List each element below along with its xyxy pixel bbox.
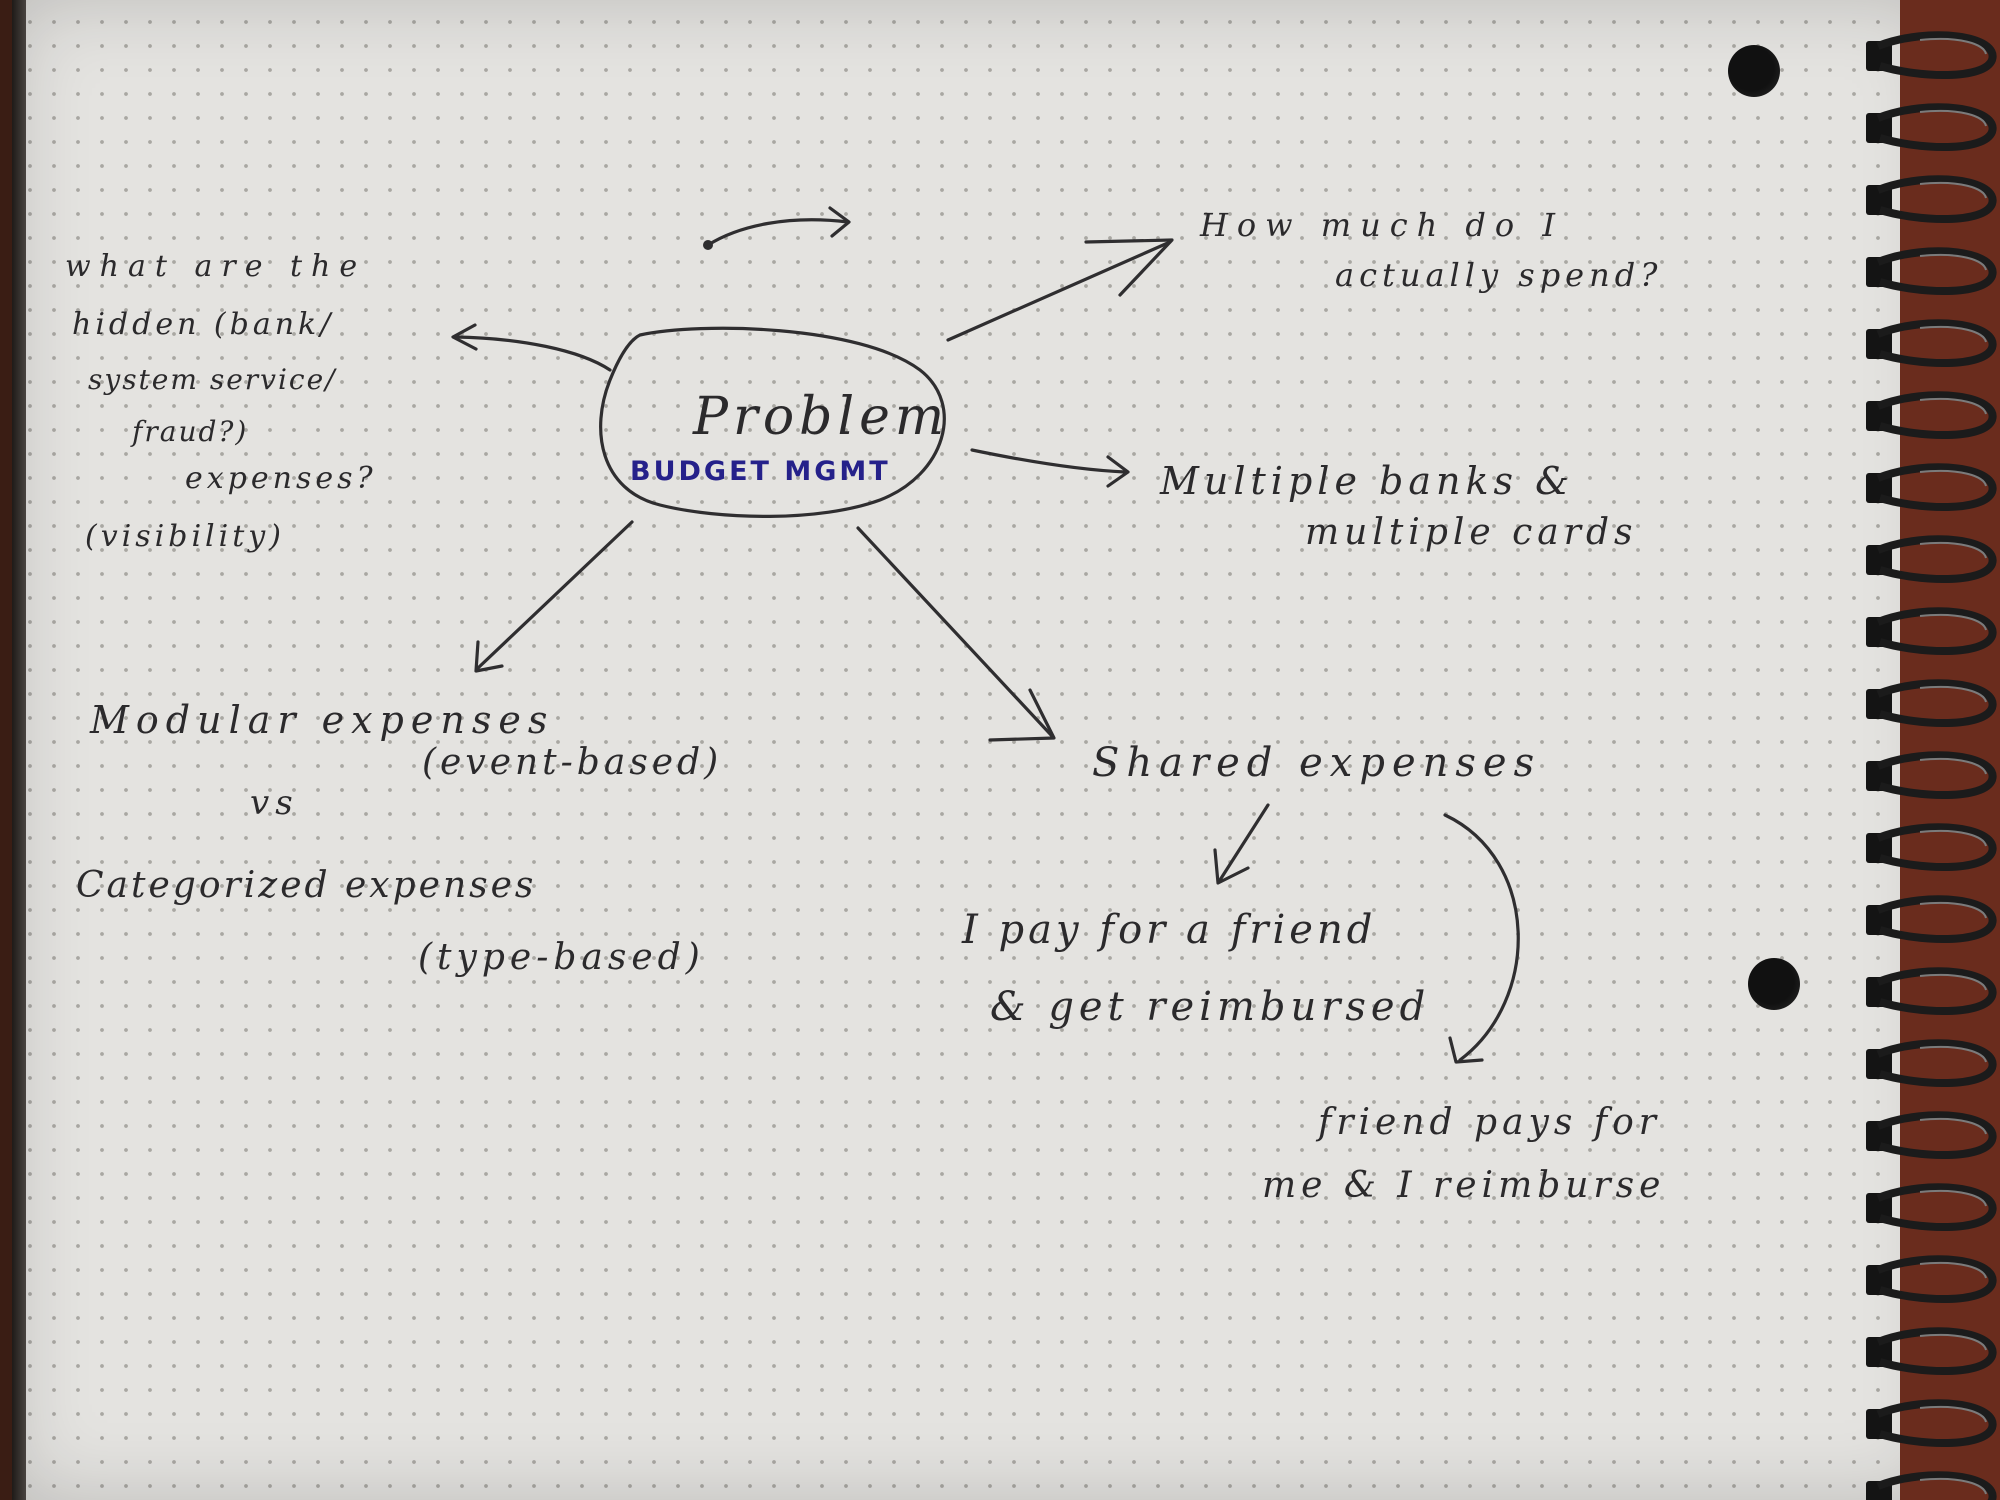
arrow-to-friend-pays — [1443, 813, 1520, 1064]
center-subtitle: BUDGET MGMT — [630, 456, 891, 487]
binding-loop — [1866, 175, 1997, 223]
binding-loop — [1866, 1111, 1997, 1159]
arrow-to-i-pay — [1213, 803, 1270, 885]
friend-pays-line-2: me & I reimburse — [1262, 1165, 1666, 1206]
binding-loop — [1866, 1183, 1997, 1231]
actual-spend-line-1: How much do I — [1200, 206, 1564, 244]
modular-line-2: (event-based) — [422, 742, 723, 783]
modular-line-1: Modular expenses — [90, 698, 555, 742]
center-ellipse — [599, 326, 946, 518]
hidden-expenses-line-1: what are the — [65, 249, 367, 284]
binding-loop — [1866, 1399, 1997, 1447]
arrow-to-multiple-banks — [970, 448, 1130, 488]
spiral-binding — [1866, 0, 2000, 1500]
hidden-expenses-line-6: (visibility) — [85, 519, 285, 554]
modular-line-4: Categorized expenses — [76, 865, 537, 906]
multiple-banks-line-1: Multiple banks & — [1160, 459, 1574, 503]
modular-line-3: vs — [250, 783, 299, 823]
hidden-expenses-line-2: hidden (bank/ — [72, 307, 335, 342]
punch-hole-top — [1728, 45, 1780, 97]
punch-hole-middle — [1748, 958, 1800, 1010]
binding-loop — [1866, 1255, 1997, 1303]
binding-loop — [1866, 31, 1997, 79]
arrow-to-modular-expenses — [474, 520, 634, 673]
binding-loop — [1866, 247, 1997, 295]
actual-spend-line-2: actually spend? — [1335, 256, 1663, 294]
binding-loop — [1866, 823, 1997, 871]
binding-loop — [1866, 535, 1997, 583]
arrow-to-shared-expenses — [856, 526, 1056, 742]
hidden-expenses-line-4: fraud?) — [132, 415, 249, 448]
binding-loop — [1866, 607, 1997, 655]
binding-loop — [1866, 751, 1997, 799]
binding-loop — [1866, 1039, 1997, 1087]
node-shared-expenses: Shared expenses — [1092, 740, 1542, 786]
binding-loop — [1866, 103, 1997, 151]
page-edge-shadow — [12, 0, 26, 1500]
stray-arrow — [703, 206, 851, 250]
binding-loop — [1866, 679, 1997, 727]
i-pay-line-2: & get reimbursed — [990, 984, 1431, 1030]
multiple-banks-line-2: multiple cards — [1305, 512, 1638, 553]
notebook-page — [12, 0, 1940, 1500]
modular-line-5: (type-based) — [418, 937, 705, 978]
binding-loop — [1866, 967, 1997, 1015]
arrow-to-hidden-expenses — [451, 323, 612, 372]
center-title: Problem — [693, 387, 950, 447]
arrow-to-actual-spend — [946, 238, 1174, 342]
binding-loop — [1866, 391, 1997, 439]
binding-loop — [1866, 463, 1997, 511]
hidden-expenses-line-5: expenses? — [185, 461, 377, 496]
hidden-expenses-line-3: system service/ — [88, 363, 337, 396]
i-pay-line-1: I pay for a friend — [962, 907, 1377, 953]
binding-loop — [1866, 1327, 1997, 1375]
friend-pays-line-1: friend pays for — [1318, 1102, 1661, 1143]
binding-loop — [1866, 895, 1997, 943]
binding-loop — [1866, 319, 1997, 367]
